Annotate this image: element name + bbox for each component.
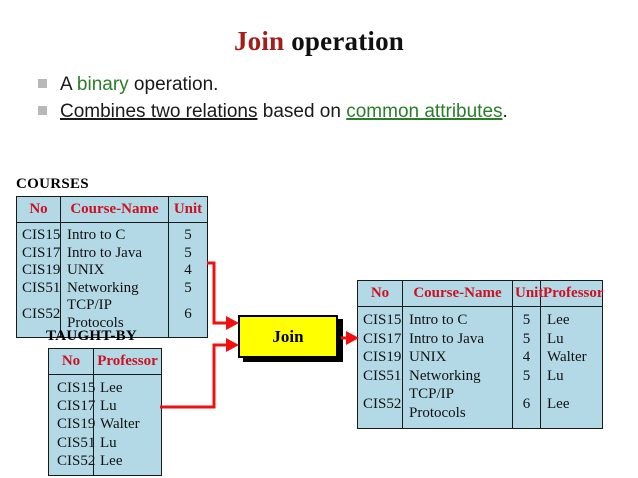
title-rest: operation: [284, 26, 405, 56]
table-cell: CIS15: [363, 312, 402, 328]
table-row: CIS52 TCP/IP Protocols 6 Lee: [358, 385, 603, 429]
table-row: CIS51 Networking 5: [17, 279, 208, 297]
column-header: Course-Name: [60, 196, 169, 223]
result-table: No Course-Name Unit Professor CIS15 Intr…: [357, 280, 604, 429]
table-row: CIS51 Networking 5 Lu: [358, 366, 603, 386]
bullet1-highlight: binary: [76, 74, 129, 95]
column-header: No: [48, 348, 94, 375]
table-cell: Lee: [540, 306, 603, 330]
table-cell: Intro to C: [60, 222, 169, 245]
table-cell: TCP/IP Protocols: [402, 385, 513, 429]
table-cell: Networking: [60, 279, 169, 297]
column-header: Unit: [168, 196, 208, 223]
table-cell: CIS17: [363, 330, 402, 347]
connector-taughtby-to-join: [160, 343, 227, 409]
square-bullet-icon: [38, 79, 47, 88]
bullet1-text: A: [60, 74, 77, 95]
table-cell: 5: [512, 306, 541, 330]
column-header: No: [16, 196, 61, 223]
table-cell: Lee: [93, 374, 162, 398]
column-header: Professor: [540, 280, 604, 307]
column-header: No: [357, 280, 403, 307]
table-cell: CIS51: [363, 367, 402, 384]
table-row: CIS15 Intro to C 5: [17, 222, 208, 245]
table-cell: Walter: [93, 415, 162, 434]
bullet2-period: .: [502, 101, 508, 122]
taught-by-table-label: TAUGHT-BY: [46, 328, 138, 344]
table-cell: CIS52: [57, 452, 96, 469]
table-row: CIS51 Lu: [49, 433, 162, 452]
table-cell: 6: [168, 297, 208, 338]
table-cell: UNIX: [60, 262, 169, 280]
courses-table: No Course-Name Unit CIS15 Intro to C 5 C…: [16, 196, 208, 338]
table-cell: Lu: [93, 397, 162, 416]
table-cell: 6: [512, 385, 541, 429]
table-cell: Lu: [93, 433, 162, 452]
table-cell: CIS17: [57, 398, 96, 415]
table-row: CIS52 TCP/IP Protocols 6: [17, 297, 208, 338]
table-cell: CIS51: [22, 279, 61, 296]
table-cell: CIS19: [22, 262, 61, 278]
table-row: CIS52 Lee: [49, 451, 162, 476]
column-header: Unit: [512, 280, 543, 307]
table-row: CIS19 UNIX 4 Walter: [358, 348, 603, 367]
column-header: Professor: [93, 348, 162, 375]
title-accent-word: Join: [233, 26, 285, 56]
table-cell: CIS17: [22, 244, 61, 261]
bullet2-text: based on: [257, 101, 347, 122]
table-cell: Lee: [540, 385, 603, 429]
table-row: CIS19 UNIX 4: [17, 262, 208, 280]
bullet-item-1: A binary operation.: [38, 71, 608, 98]
join-box-label: Join: [272, 326, 304, 346]
table-row: CIS19 Walter: [49, 415, 162, 434]
courses-table-label: COURSES: [16, 176, 89, 192]
table-cell: Intro to Java: [402, 329, 513, 349]
table-cell: CIS52: [22, 305, 61, 322]
taught-by-table: No Professor CIS15 Lee CIS17 Lu CIS19 Wa…: [48, 348, 162, 477]
bullet-list: A binary operation. Combines two relatio…: [38, 71, 608, 125]
table-header-row: No Professor: [48, 348, 162, 375]
bullet2-underlined: Combines two relations: [60, 101, 258, 122]
table-row: CIS15 Lee: [49, 374, 162, 398]
bullet-item-2: Combines two relations based on common a…: [38, 98, 608, 125]
table-cell: CIS52: [363, 395, 402, 412]
square-bullet-icon: [38, 106, 47, 115]
connector-courses-to-join: [207, 261, 227, 325]
table-cell: Intro to C: [402, 306, 513, 330]
table-cell: 4: [168, 262, 208, 280]
table-cell: Lu: [540, 329, 603, 349]
bullet2-highlight: common attributes: [346, 101, 503, 122]
table-cell: CIS51: [57, 434, 96, 451]
table-cell: CIS15: [22, 227, 61, 243]
table-cell: 5: [168, 222, 208, 245]
table-cell: CIS15: [57, 380, 96, 396]
table-cell: Lee: [93, 451, 162, 476]
table-cell: 5: [512, 329, 541, 349]
table-cell: TCP/IP Protocols: [60, 297, 169, 338]
table-cell: 4: [512, 348, 541, 367]
table-row: CIS17 Intro to Java 5 Lu: [358, 329, 603, 349]
column-header: Course-Name: [402, 280, 513, 307]
table-row: CIS15 Intro to C 5 Lee: [358, 306, 603, 330]
page-title: Join operation: [0, 26, 638, 57]
table-cell: Walter: [540, 348, 603, 367]
join-operator-box: Join: [238, 315, 338, 358]
table-cell: 5: [168, 244, 208, 262]
table-cell: UNIX: [402, 348, 513, 367]
table-header-row: No Course-Name Unit Professor: [357, 280, 604, 307]
table-cell: 5: [512, 366, 541, 386]
table-row: CIS17 Intro to Java 5: [17, 244, 208, 262]
table-cell: Networking: [402, 366, 513, 386]
table-cell: CIS19: [57, 416, 96, 433]
table-cell: CIS19: [363, 349, 402, 366]
table-cell: Intro to Java: [60, 244, 169, 262]
table-cell: Lu: [540, 366, 603, 386]
table-row: CIS17 Lu: [49, 397, 162, 416]
table-header-row: No Course-Name Unit: [16, 196, 208, 223]
table-cell: 5: [168, 279, 208, 297]
bullet1-text-end: operation.: [128, 74, 219, 95]
